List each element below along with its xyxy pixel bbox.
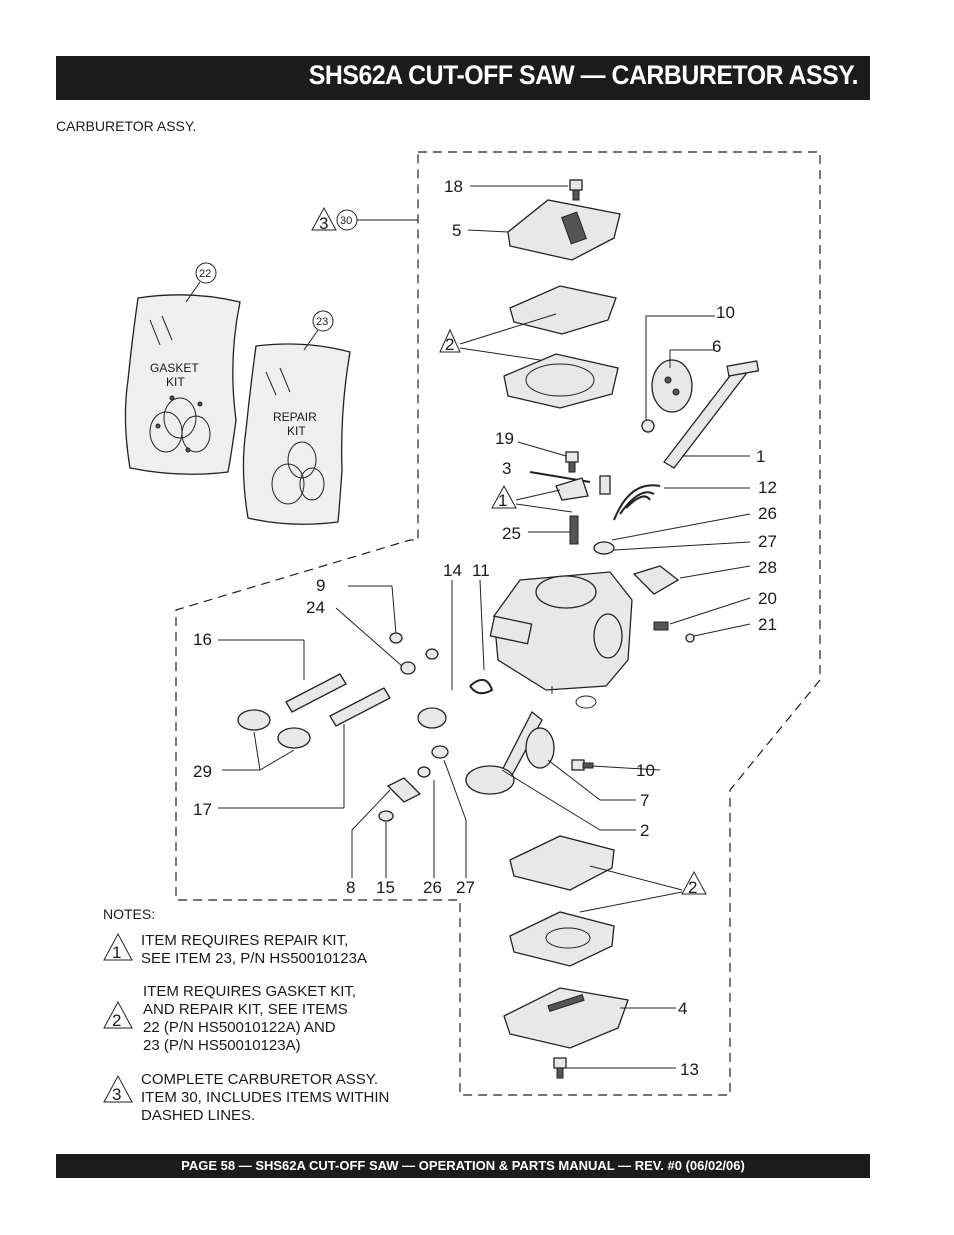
repair-kit-label-2: KIT [287, 424, 306, 438]
note-2: ITEM REQUIRES GASKET KIT, AND REPAIR KIT… [143, 983, 356, 1055]
callout-10b: 10 [636, 761, 655, 780]
note-2-line-1: ITEM REQUIRES GASKET KIT, [143, 983, 357, 1000]
callout-4: 4 [678, 999, 687, 1018]
callout-12: 12 [758, 478, 777, 497]
callout-15: 15 [376, 878, 395, 897]
note-1-number: 1 [112, 943, 121, 962]
callout-3b: 3 [502, 459, 511, 478]
callout-18: 18 [444, 177, 463, 196]
pump-cover-parts [503, 835, 707, 1079]
callout-6: 6 [712, 337, 721, 356]
gasket-kit-bag: GASKET KIT 22 [124, 262, 241, 475]
notes-heading: NOTES: [103, 906, 156, 922]
callout-23: 23 [316, 316, 328, 328]
callout-8: 8 [346, 878, 355, 897]
needle-lever-parts [491, 441, 611, 545]
callout-2c: 2 [688, 878, 697, 897]
section-subtitle: CARBURETOR ASSY. [56, 118, 197, 134]
callout-2a: 2 [445, 335, 454, 354]
callout-25: 25 [502, 524, 521, 543]
callout-2b: 2 [640, 821, 649, 840]
callout-20: 20 [758, 589, 777, 608]
top-cover-parts [439, 179, 621, 409]
repair-kit-bag: REPAIR KIT 23 [242, 310, 351, 525]
callout-10a: 10 [716, 303, 735, 322]
callout-13: 13 [680, 1060, 699, 1079]
callout-27b: 27 [456, 878, 475, 897]
repair-kit-label-1: REPAIR [273, 410, 317, 424]
note-2-number: 2 [112, 1011, 121, 1030]
callout-1: 1 [756, 447, 765, 466]
callout-26a: 26 [758, 504, 777, 523]
gasket-kit-label-2: KIT [166, 375, 185, 389]
note-3-number: 3 [112, 1085, 121, 1104]
page-header-bar: SHS62A CUT-OFF SAW — CARBURETOR ASSY. [56, 56, 870, 100]
note-3-line-1: COMPLETE CARBURETOR ASSY. [141, 1071, 379, 1088]
carburetor-body [489, 565, 751, 709]
note-1: ITEM REQUIRES REPAIR KIT, SEE ITEM 23, P… [141, 932, 367, 968]
note-3-line-2: ITEM 30, INCLUDES ITEMS WITHIN [141, 1089, 390, 1106]
callout-16: 16 [193, 630, 212, 649]
note-markers: 1 2 3 [103, 932, 133, 1104]
callout-28: 28 [758, 558, 777, 577]
callout-19: 19 [495, 429, 514, 448]
callout-24: 24 [306, 598, 325, 617]
lower-choke-parts [351, 710, 661, 878]
callout-1-tri: 1 [498, 491, 507, 510]
callout-22: 22 [199, 268, 211, 280]
callout-3a: 3 [319, 214, 328, 233]
callout-11: 11 [472, 561, 490, 580]
note-2-line-4: 23 (P/N HS50010123A) [143, 1037, 301, 1054]
callout-9: 9 [316, 576, 325, 595]
callout-30: 30 [340, 215, 352, 227]
note-3: COMPLETE CARBURETOR ASSY. ITEM 30, INCLU… [141, 1071, 389, 1125]
note-3-line-3: DASHED LINES. [141, 1107, 256, 1124]
page-footer-bar: PAGE 58 — SHS62A CUT-OFF SAW — OPERATION… [56, 1154, 870, 1178]
note-2-line-3: 22 (P/N HS50010122A) AND [143, 1019, 336, 1036]
callout-14: 14 [443, 561, 462, 580]
callout-30-group: 3 30 [311, 206, 418, 233]
note-1-line-2: SEE ITEM 23, P/N HS50010123A [141, 950, 367, 967]
note-2-line-2: AND REPAIR KIT, SEE ITEMS [143, 1001, 348, 1018]
page-title: SHS62A CUT-OFF SAW — CARBURETOR ASSY. [308, 60, 859, 90]
callout-26b: 26 [423, 878, 442, 897]
callout-21: 21 [758, 615, 777, 634]
callout-29: 29 [193, 762, 212, 781]
callout-labels: 18 5 2 10 6 19 3 1 1 12 26 25 27 28 9 14… [193, 177, 777, 1079]
throttle-shaft-parts [593, 315, 760, 555]
callout-7: 7 [640, 791, 649, 810]
gasket-kit-label-1: GASKET [150, 361, 199, 375]
page-footer: PAGE 58 — SHS62A CUT-OFF SAW — OPERATION… [181, 1158, 745, 1173]
note-1-line-1: ITEM REQUIRES REPAIR KIT, [141, 932, 349, 949]
callout-5: 5 [452, 221, 461, 240]
callout-17: 17 [193, 800, 212, 819]
callout-27a: 27 [758, 532, 777, 551]
assembly-boundary [175, 151, 821, 1096]
mixture-needles [218, 579, 494, 809]
